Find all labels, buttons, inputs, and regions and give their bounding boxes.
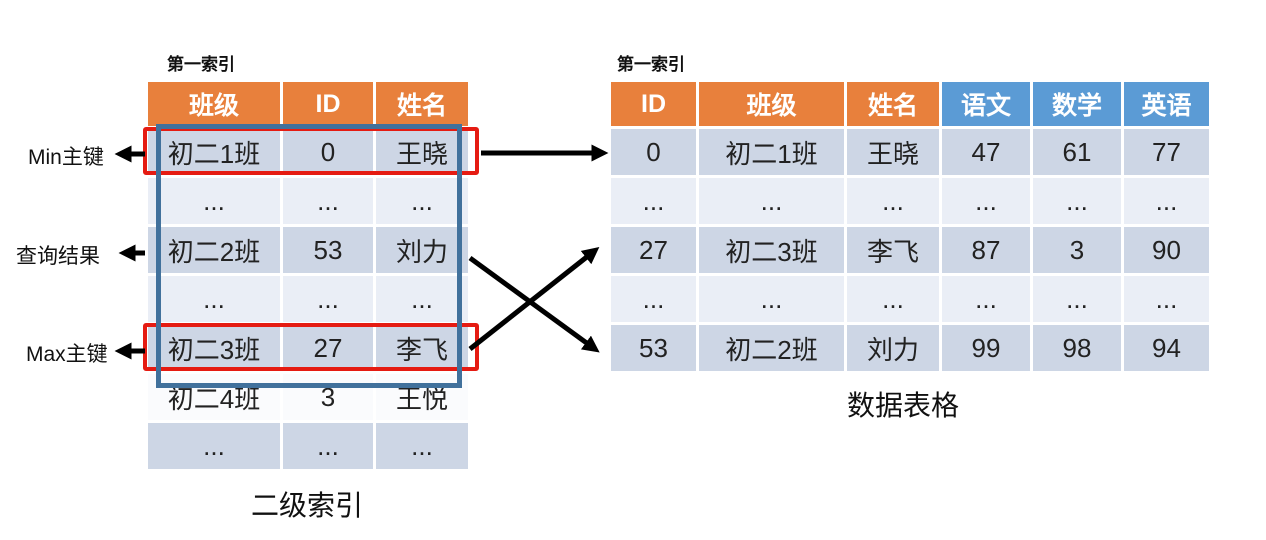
column-header-id: ID xyxy=(283,82,373,126)
header-row: 班级 ID 姓名 xyxy=(148,82,468,126)
cell: ... xyxy=(1124,178,1209,224)
cell: ... xyxy=(148,276,280,322)
cell: 99 xyxy=(942,325,1030,371)
table-row: 27 初二3班 李飞 87 3 90 xyxy=(611,227,1209,273)
column-header-english: 英语 xyxy=(1124,82,1209,126)
table-row: ... ... ... xyxy=(148,276,468,322)
cell: 初二2班 xyxy=(699,325,844,371)
cell: 27 xyxy=(611,227,696,273)
data-table: ID 班级 姓名 语文 数学 英语 0 初二1班 王晓 47 61 77 ...… xyxy=(608,79,1212,374)
cell: ... xyxy=(611,276,696,322)
table-row: 0 初二1班 王晓 47 61 77 xyxy=(611,129,1209,175)
arrow-liuli-to-id53 xyxy=(468,255,600,353)
cell: 47 xyxy=(942,129,1030,175)
max-key-label: Max主键 xyxy=(26,343,108,366)
cell: 77 xyxy=(1124,129,1209,175)
cell: ... xyxy=(283,276,373,322)
column-header-class: 班级 xyxy=(699,82,844,126)
cell: 初二1班 xyxy=(148,129,280,175)
cell: 李飞 xyxy=(847,227,939,273)
cell: 初二3班 xyxy=(148,325,280,371)
cell: 87 xyxy=(942,227,1030,273)
cell: ... xyxy=(611,178,696,224)
cell: 王晓 xyxy=(847,129,939,175)
cell: 初二4班 xyxy=(148,374,280,420)
cell: 98 xyxy=(1033,325,1121,371)
cell: ... xyxy=(847,178,939,224)
cell: 53 xyxy=(611,325,696,371)
cell: ... xyxy=(1124,276,1209,322)
column-header-id: ID xyxy=(611,82,696,126)
cell: 初二3班 xyxy=(699,227,844,273)
cell: ... xyxy=(942,178,1030,224)
left-table-top-caption: 第一索引 xyxy=(167,55,235,74)
column-header-class: 班级 xyxy=(148,82,280,126)
table-row: 初二4班 3 王悦 xyxy=(148,374,468,420)
column-header-name: 姓名 xyxy=(847,82,939,126)
column-header-name: 姓名 xyxy=(376,82,468,126)
cell: 27 xyxy=(283,325,373,371)
query-result-label: 查询结果 xyxy=(16,245,100,268)
cell: ... xyxy=(376,423,468,469)
right-table-top-caption: 第一索引 xyxy=(617,55,685,74)
cell: 0 xyxy=(283,129,373,175)
arrow-lifei-to-id27 xyxy=(468,247,600,351)
cell: ... xyxy=(283,178,373,224)
cell: 90 xyxy=(1124,227,1209,273)
cell: ... xyxy=(699,178,844,224)
cell: ... xyxy=(283,423,373,469)
table-row: 初二2班 53 刘力 xyxy=(148,227,468,273)
cell: ... xyxy=(376,276,468,322)
min-key-label: Min主键 xyxy=(28,146,104,169)
table-row: ... ... ... xyxy=(148,178,468,224)
cell: ... xyxy=(847,276,939,322)
cell: 刘力 xyxy=(847,325,939,371)
cell: 3 xyxy=(283,374,373,420)
table-row: ... ... ... ... ... ... xyxy=(611,178,1209,224)
secondary-index-table: 班级 ID 姓名 初二1班 0 王晓 ... ... ... 初二2班 53 刘… xyxy=(145,79,471,472)
cell: ... xyxy=(148,423,280,469)
column-header-chinese: 语文 xyxy=(942,82,1030,126)
column-header-math: 数学 xyxy=(1033,82,1121,126)
cell: 刘力 xyxy=(376,227,468,273)
cell: 初二2班 xyxy=(148,227,280,273)
cell: 0 xyxy=(611,129,696,175)
cell: ... xyxy=(1033,178,1121,224)
cell: ... xyxy=(1033,276,1121,322)
cell: ... xyxy=(376,178,468,224)
cell: 王晓 xyxy=(376,129,468,175)
table-row: 53 初二2班 刘力 99 98 94 xyxy=(611,325,1209,371)
cell: 初二1班 xyxy=(699,129,844,175)
cell: 王悦 xyxy=(376,374,468,420)
left-table-bottom-caption: 二级索引 xyxy=(250,490,363,521)
cell: ... xyxy=(148,178,280,224)
cell: 61 xyxy=(1033,129,1121,175)
cell: 李飞 xyxy=(376,325,468,371)
cell: 53 xyxy=(283,227,373,273)
cell: 3 xyxy=(1033,227,1121,273)
table-row: 初二1班 0 王晓 xyxy=(148,129,468,175)
cell: ... xyxy=(942,276,1030,322)
table-row: ... ... ... ... ... ... xyxy=(611,276,1209,322)
cell: 94 xyxy=(1124,325,1209,371)
right-table-bottom-caption: 数据表格 xyxy=(846,390,959,421)
table-row: 初二3班 27 李飞 xyxy=(148,325,468,371)
header-row: ID 班级 姓名 语文 数学 英语 xyxy=(611,82,1209,126)
cell: ... xyxy=(699,276,844,322)
table-row: ... ... ... xyxy=(148,423,468,469)
